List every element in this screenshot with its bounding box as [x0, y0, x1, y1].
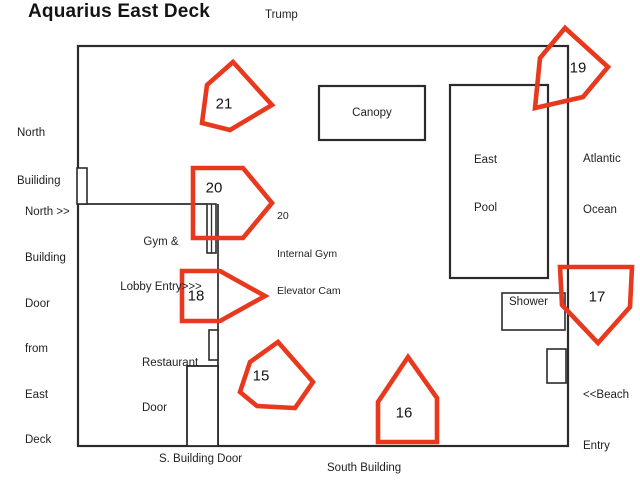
restaurant-door-label: Restaurant Door: [142, 326, 198, 446]
camera-18-number: 18: [187, 287, 205, 305]
beach-entry-line1: <<Beach: [583, 389, 630, 401]
cam20-note-line3: Elevator Cam: [277, 285, 341, 297]
camera-zone-21: [199, 58, 276, 133]
s-building-door-label: S. Building Door: [159, 453, 243, 465]
camera-zone-19: [532, 24, 612, 111]
restaurant-line2: Door: [142, 402, 167, 414]
page-title: Aquarius East Deck: [28, 1, 211, 22]
camera-16-number: 16: [395, 404, 413, 422]
north-building-label: North Builiding: [17, 93, 60, 221]
restaurant-line1: Restaurant: [142, 357, 199, 369]
north-building-line1: North: [17, 127, 46, 139]
gym-lobby-line1: Gym &: [143, 236, 179, 248]
camera-zones-layer: [179, 24, 635, 445]
trump-label: Trump: [265, 9, 298, 21]
south-building-label: South Building: [327, 462, 402, 474]
camera-15-number: 15: [252, 367, 270, 385]
camera-19-number: 19: [569, 59, 587, 77]
north-building-line2: Builiding: [17, 175, 61, 187]
beach-entry-line2: Entry: [583, 440, 610, 452]
north-door-note: North >> Building Door from East Deck: [25, 175, 70, 479]
north-door-note-line2: Building: [25, 252, 66, 265]
camera-zone-15: [237, 338, 316, 411]
walls-layer: [76, 44, 570, 448]
east-pool-outline: [448, 83, 550, 280]
north-door-note-line3: Door: [25, 297, 50, 310]
internal-gym-cam-note: 20 Internal Gym Elevator Cam: [277, 185, 341, 323]
camera-21-number: 21: [215, 95, 233, 113]
gym-lobby-line2: Lobby Entry>>>: [120, 281, 202, 293]
camera-17-number: 17: [588, 288, 606, 306]
atlantic-ocean-label: Atlantic Ocean: [583, 117, 621, 253]
east-pool-line1: East: [474, 154, 498, 166]
restaurant-door: [208, 329, 219, 361]
cam20-note-line2: Internal Gym: [277, 247, 338, 260]
camera-20-number: 20: [205, 179, 223, 197]
atlantic-line1: Atlantic: [583, 153, 621, 165]
north-door-note-line6: Deck: [25, 434, 52, 447]
gym-lobby-entry-label: Gym & Lobby Entry>>>: [115, 205, 207, 325]
canopy-outline: [317, 84, 427, 142]
east-pool-label: East Pool: [474, 120, 497, 248]
shower-label: Shower: [509, 296, 548, 308]
camera-zone-20: [190, 165, 275, 241]
camera-zone-18: [179, 268, 270, 324]
canopy-area: Canopy: [319, 86, 425, 140]
north-door-note-line4: from: [25, 343, 48, 356]
camera-zone-16: [375, 352, 440, 445]
north-door-note-line5: East: [25, 388, 49, 401]
north-building-door: [76, 167, 88, 205]
beach-entry-label: <<Beach Entry: [583, 353, 629, 480]
camera-zone-17: [557, 264, 635, 347]
beach-entry-door: [546, 348, 567, 384]
north-door-note-line1: North >>: [25, 206, 70, 219]
east-pool-line2: Pool: [474, 202, 498, 214]
s-building-door: [186, 365, 219, 447]
canopy-label: Canopy: [352, 107, 392, 119]
cam20-note-line1: 20: [277, 210, 289, 222]
deck-outline: [76, 44, 570, 448]
atlantic-line2: Ocean: [583, 204, 617, 216]
